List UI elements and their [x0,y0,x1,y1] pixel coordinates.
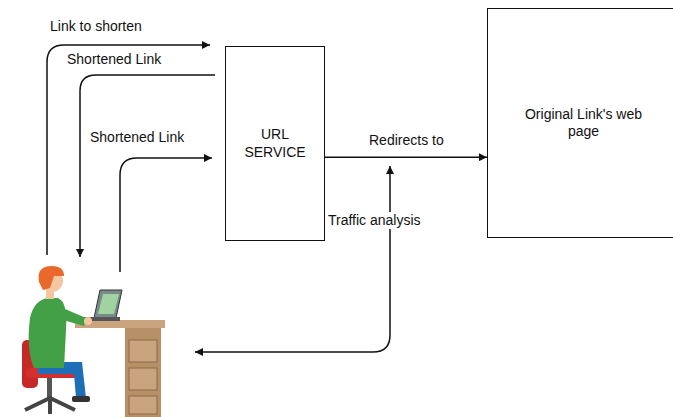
flow-label: Traffic analysis [326,212,423,229]
box-text: URL SERVICE [237,126,313,161]
response-line [80,75,215,257]
box-text: Original Link's web page [509,106,659,141]
flow-label: Link to shorten [48,18,144,35]
flow-label: Shortened Link [65,51,163,68]
service-box: URL SERVICE [225,46,325,241]
redirect-arrow [325,156,487,158]
user-illustration [22,266,165,417]
edge-label: Redirects to [367,132,446,149]
visit-line [120,158,212,272]
flow-label: Shortened Link [88,129,186,146]
webpage-box: Original Link's web page [487,8,673,238]
request-line [47,45,210,255]
